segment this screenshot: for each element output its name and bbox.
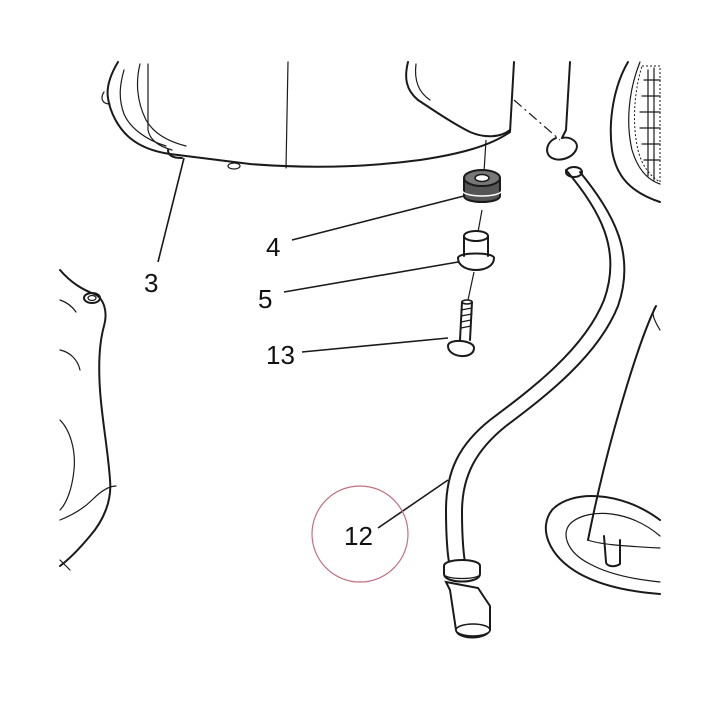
callout-12: 12 — [344, 521, 373, 551]
grommet-part-4 — [461, 169, 503, 203]
highlight-circle — [311, 485, 409, 583]
callout-13: 13 — [266, 340, 295, 370]
leader-13 — [301, 337, 449, 353]
filter-canister — [609, 61, 661, 203]
fastener-axis — [467, 139, 487, 301]
screw-part-13 — [446, 299, 476, 357]
hose-clip — [546, 61, 583, 178]
leader-5 — [283, 261, 459, 293]
callout-3: 3 — [144, 268, 158, 298]
leader-12 — [377, 479, 449, 529]
callout-5: 5 — [258, 284, 272, 314]
base-stand — [544, 305, 661, 595]
assembly-line — [513, 99, 561, 141]
callout-4: 4 — [266, 232, 280, 262]
leader-4 — [291, 195, 465, 241]
tank-housing — [101, 61, 515, 170]
bushing-part-5 — [456, 230, 496, 271]
left-housing — [59, 269, 117, 571]
leader-3 — [157, 157, 185, 263]
drain-hose-part-12 — [443, 169, 626, 639]
